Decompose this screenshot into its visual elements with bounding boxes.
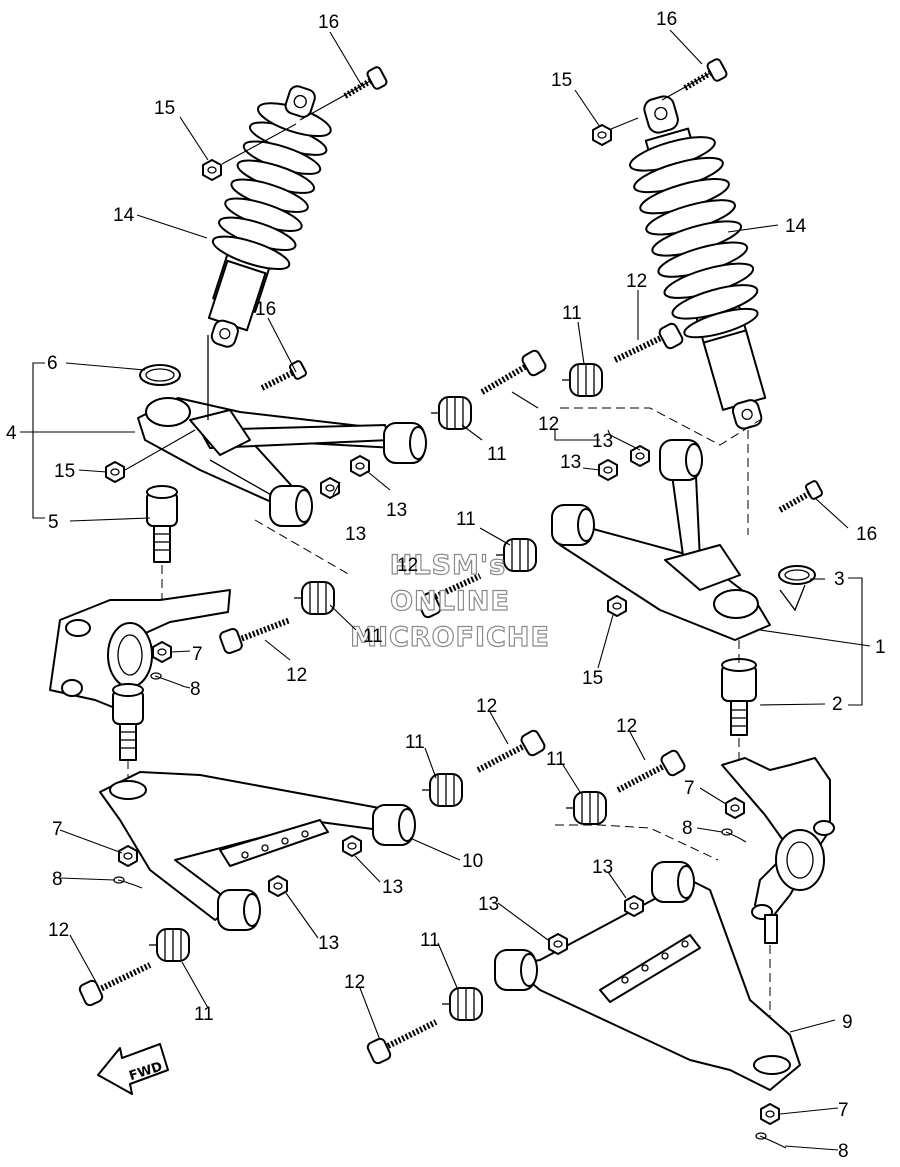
callout-11: 11 xyxy=(562,303,582,324)
callout-13: 13 xyxy=(478,894,499,915)
callout-13: 13 xyxy=(318,933,339,954)
left-shock-upper-bolt xyxy=(299,66,388,121)
callout-15: 15 xyxy=(154,98,175,119)
callout-11: 11 xyxy=(456,509,476,530)
right-shock-upper-bolt xyxy=(661,58,728,101)
upper-right-nut-15 xyxy=(607,595,627,617)
lower-left-nut-7 xyxy=(118,845,138,867)
callout-11: 11 xyxy=(405,732,425,753)
callout-14: 14 xyxy=(113,205,135,226)
callout-11: 11 xyxy=(420,930,440,951)
callout-13: 13 xyxy=(386,500,407,521)
watermark-line-2: ONLINE xyxy=(390,586,510,617)
watermark-line-1: HLSM's xyxy=(390,550,506,581)
callout-16: 16 xyxy=(255,299,276,320)
callout-3: 3 xyxy=(834,569,845,590)
lower-left-cotter-8 xyxy=(113,876,143,889)
callout-13: 13 xyxy=(382,877,403,898)
upper-right-bolt-16 xyxy=(778,480,823,513)
callout-7: 7 xyxy=(838,1100,849,1121)
callout-12: 12 xyxy=(48,920,69,941)
callout-11: 11 xyxy=(363,626,383,647)
callout-13: 13 xyxy=(560,452,581,473)
callout-11: 11 xyxy=(194,1004,214,1025)
callout-14: 14 xyxy=(785,216,807,237)
upper-left-pivot-bolt xyxy=(124,429,196,471)
upper-left-ball-joint xyxy=(146,485,178,563)
callout-15: 15 xyxy=(551,70,572,91)
right-shock-absorber xyxy=(629,95,767,430)
upper-right-circlip xyxy=(778,565,816,585)
upper-left-bolt-16 xyxy=(260,360,307,391)
callout-4: 4 xyxy=(6,423,17,444)
upper-right-a-arm xyxy=(551,439,771,641)
lower-right-cotter-8 xyxy=(755,1132,787,1149)
callout-13: 13 xyxy=(345,524,366,545)
centre-line xyxy=(555,824,719,861)
callout-12: 12 xyxy=(616,716,637,737)
callout-7: 7 xyxy=(192,644,203,665)
fwd-arrow-icon: FWD xyxy=(97,1043,169,1095)
callout-13: 13 xyxy=(592,431,613,452)
upper-left-circlip xyxy=(139,364,181,386)
centre-line xyxy=(560,407,761,446)
callout-11: 11 xyxy=(487,444,507,465)
lower-right-nut-7 xyxy=(760,1103,780,1125)
right-shock-nut xyxy=(592,117,639,146)
callout-9: 9 xyxy=(842,1012,853,1033)
left-knuckle-nut-7 xyxy=(152,641,172,663)
callout-11: 11 xyxy=(546,749,566,770)
upper-left-nuts-13 xyxy=(320,455,370,499)
callout-8: 8 xyxy=(190,679,201,700)
right-knuckle-cotter-8 xyxy=(721,828,747,843)
left-lower-ball-joint xyxy=(112,683,144,761)
centre-line xyxy=(254,519,351,576)
callout-10: 10 xyxy=(462,851,483,872)
lower-right-bolts-12 xyxy=(366,749,686,1065)
left-steering-knuckle xyxy=(49,589,231,711)
callout-12: 12 xyxy=(626,271,647,292)
watermark-line-3: MICROFICHE xyxy=(350,622,550,653)
callout-8: 8 xyxy=(682,818,693,839)
callout-15: 15 xyxy=(582,668,603,689)
lower-left-a-arm xyxy=(99,771,416,931)
callout-12: 12 xyxy=(286,665,307,686)
left-knuckle-cotter-8 xyxy=(150,672,184,687)
callout-8: 8 xyxy=(52,869,63,890)
right-steering-knuckle xyxy=(721,757,835,944)
callout-7: 7 xyxy=(52,819,63,840)
callout-8: 8 xyxy=(838,1141,849,1162)
callout-12: 12 xyxy=(476,696,497,717)
callout-7: 7 xyxy=(684,778,695,799)
lower-right-a-arm xyxy=(494,861,801,1091)
centre-line xyxy=(779,584,806,612)
upper-right-ball-joint xyxy=(721,658,757,736)
lower-left-bolts-12 xyxy=(78,729,546,1007)
callout-12: 12 xyxy=(344,972,365,993)
callout-5: 5 xyxy=(48,512,59,533)
callout-16: 16 xyxy=(656,9,677,30)
left-shock-nut xyxy=(202,123,297,181)
leader-lines xyxy=(20,29,871,1151)
callout-12: 12 xyxy=(397,555,418,576)
callout-12: 12 xyxy=(538,414,559,435)
callout-16: 16 xyxy=(856,524,877,545)
upper-left-nut-15 xyxy=(105,461,125,483)
callout-1: 1 xyxy=(875,637,886,658)
callout-2: 2 xyxy=(832,694,843,715)
callout-6: 6 xyxy=(47,353,58,374)
left-shock-absorber xyxy=(207,85,332,348)
callout-16: 16 xyxy=(318,12,339,33)
right-knuckle-nut-7 xyxy=(725,797,745,819)
callout-numbers: 16 15 14 16 6 4 15 5 13 13 11 12 7 8 12 … xyxy=(6,9,886,1162)
upper-left-a-arm xyxy=(137,397,427,527)
callout-15: 15 xyxy=(54,461,75,482)
upper-left-bolts-12 xyxy=(219,349,547,655)
upper-right-bolts-12 xyxy=(416,322,684,619)
callout-13: 13 xyxy=(592,857,613,878)
watermark: HLSM's ONLINE MICROFICHE xyxy=(349,549,550,653)
